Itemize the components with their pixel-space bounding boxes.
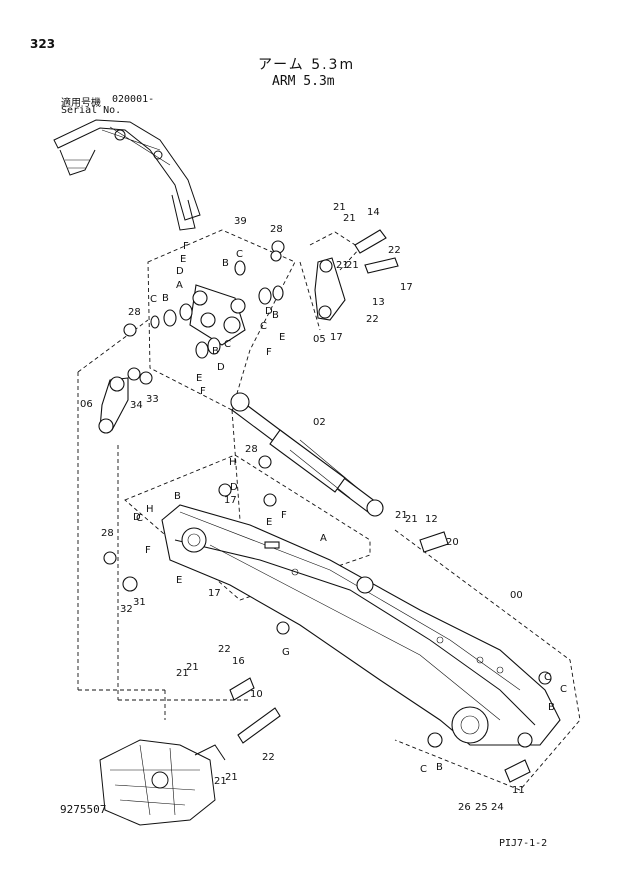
link-assembly	[123, 240, 285, 359]
callout-d-4: D	[133, 512, 141, 523]
callout-21-10: 21	[225, 772, 238, 783]
callout-31-1: 31	[133, 597, 146, 608]
callout-d-1: D	[176, 266, 184, 277]
callout-c-8: C	[420, 764, 427, 775]
bucket-link	[314, 257, 346, 321]
callout-21-8: 21	[186, 662, 199, 673]
callout-34-1: 34	[130, 400, 143, 411]
callout-c-7: C	[560, 684, 567, 695]
callout-labels: 0002050610111213141617171717202121212121…	[80, 202, 567, 813]
callout-a-2: A	[320, 533, 327, 544]
callout-20-1: 20	[446, 537, 459, 548]
callout-c-2: C	[236, 249, 243, 260]
callout-17-3: 17	[224, 495, 237, 506]
serial-label-jp: 適用号機	[61, 98, 101, 109]
callout-d-5: D	[230, 482, 238, 493]
callout-b-4: B	[212, 346, 219, 357]
callout-22-2: 22	[366, 314, 379, 325]
title-english: ARM 5.3m	[272, 74, 335, 89]
callout-b-6: B	[548, 702, 555, 713]
title-japanese: アーム 5.3m	[258, 57, 356, 73]
callout-e-2: E	[279, 332, 285, 343]
callout-10-1: 10	[250, 689, 263, 700]
callout-21-9: 21	[214, 776, 227, 787]
callout-d-3: D	[217, 362, 225, 373]
callout-c-4: C	[224, 339, 231, 350]
excavator-overview-illustration	[53, 119, 201, 231]
callout-h-1: H	[229, 457, 237, 468]
callout-e-4: E	[266, 517, 272, 528]
callout-06-1: 06	[80, 399, 93, 410]
side-link	[98, 367, 153, 434]
callout-17-2: 17	[400, 282, 413, 293]
callout-f-3: F	[200, 386, 206, 397]
callout-28-4: 28	[101, 528, 114, 539]
callout-d-2: D	[265, 306, 273, 317]
callout-a-1: A	[176, 280, 183, 291]
callout-e-5: E	[176, 575, 182, 586]
callout-16-1: 16	[232, 656, 245, 667]
callout-17-1: 17	[330, 332, 343, 343]
arm-cylinder	[230, 392, 384, 517]
callout-11-1: 11	[512, 785, 525, 796]
callout-g-1: G	[282, 647, 290, 658]
callout-02-1: 02	[313, 417, 326, 428]
callout-22-4: 22	[262, 752, 275, 763]
callout-21-2: 21	[343, 213, 356, 224]
callout-21-1: 21	[333, 202, 346, 213]
callout-32-1: 32	[120, 604, 133, 615]
page-number: 323	[30, 37, 56, 51]
callout-b-5: B	[174, 491, 181, 502]
callout-f-1: F	[183, 241, 189, 252]
excavator-base-illustration	[99, 739, 226, 826]
callout-22-3: 22	[218, 644, 231, 655]
serial-label-en: Serial No.	[61, 105, 122, 116]
callout-b-7: B	[436, 762, 443, 773]
callout-14-1: 14	[367, 207, 380, 218]
serial-value: 020001-	[112, 94, 155, 105]
callout-28-1: 28	[270, 224, 283, 235]
callout-b-3: B	[272, 310, 279, 321]
callout-f-4: F	[281, 510, 287, 521]
dashed-leaders	[77, 229, 581, 791]
callout-c-5: C	[136, 513, 143, 524]
callout-c-6: C	[544, 672, 551, 683]
callout-00-1: 00	[510, 590, 523, 601]
callout-22-1: 22	[388, 245, 401, 256]
callout-c-3: C	[260, 321, 267, 332]
callout-f-2: F	[266, 347, 272, 358]
callout-c-1: C	[150, 294, 157, 305]
drawing-number: 9275507	[60, 803, 107, 816]
sheet-code: PIJ7-1-2	[499, 838, 548, 849]
callout-39-1: 39	[234, 216, 247, 227]
callout-12-1: 12	[425, 514, 438, 525]
callout-25-1: 25	[475, 802, 488, 813]
callout-b-1: B	[162, 293, 169, 304]
callout-f-5: F	[145, 545, 151, 556]
callout-h-2: H	[146, 504, 154, 515]
callout-26-1: 26	[458, 802, 471, 813]
callout-28-2: 28	[128, 307, 141, 318]
callout-33-1: 33	[146, 394, 159, 405]
callout-21-5: 21	[395, 510, 408, 521]
callout-24-1: 24	[491, 802, 504, 813]
callout-05-1: 05	[313, 334, 326, 345]
arm-body	[161, 504, 561, 748]
callout-28-3: 28	[245, 444, 258, 455]
callout-e-1: E	[180, 254, 186, 265]
callout-13-1: 13	[372, 297, 385, 308]
callout-21-4: 21	[346, 260, 359, 271]
callout-17-4: 17	[208, 588, 221, 599]
callout-b-2: B	[222, 258, 229, 269]
callout-21-6: 21	[405, 514, 418, 525]
callout-21-7: 21	[176, 668, 189, 679]
callout-e-3: E	[196, 373, 202, 384]
pins-and-bolts	[103, 229, 552, 783]
callout-21-3: 21	[336, 260, 349, 271]
